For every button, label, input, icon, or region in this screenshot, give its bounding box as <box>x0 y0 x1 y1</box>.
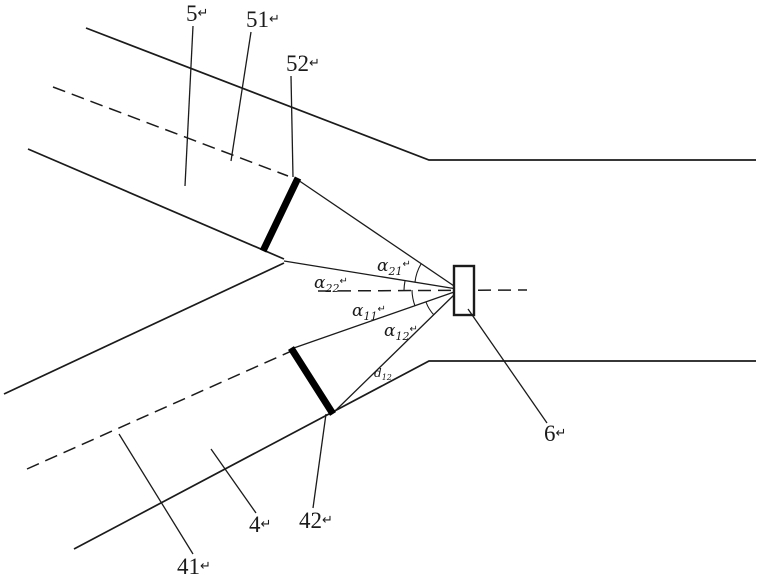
leader-41 <box>118 433 194 555</box>
leader-4 <box>210 448 257 514</box>
detector <box>452 264 476 317</box>
lower-channel-inner-wall <box>3 262 285 395</box>
label-51: 51↵ <box>246 7 280 32</box>
upper-channel-centerline <box>52 86 289 177</box>
label-alpha-22: α22↵ <box>314 273 348 295</box>
leader-6 <box>467 308 548 424</box>
label-52: 52↵ <box>286 51 320 76</box>
label-5: 5↵ <box>186 1 208 26</box>
lower-mirror <box>288 346 336 416</box>
upper-mirror <box>259 176 302 253</box>
main-axis-centerline <box>317 289 528 292</box>
angle-arc-a22 <box>403 280 406 291</box>
label-6: 6↵ <box>544 421 566 446</box>
label-alpha-11: α11↵ <box>352 301 386 323</box>
leader-5 <box>184 25 194 187</box>
leader-51 <box>230 31 252 162</box>
beam-upper-outer <box>297 179 458 289</box>
beam-lower-inner <box>290 290 458 350</box>
lower-channel-outer-wall <box>73 360 756 550</box>
label-4: 4↵ <box>249 512 271 537</box>
leader-42 <box>312 413 327 509</box>
label-alpha-21: α21↵ <box>377 256 411 278</box>
beam-lower-outer <box>332 291 458 414</box>
label-42: 42↵ <box>299 508 333 533</box>
label-41: 41↵ <box>177 554 211 578</box>
label-alpha-12: α12↵ <box>384 321 418 343</box>
leader-52 <box>290 75 294 178</box>
beam-upper-inner <box>283 260 458 290</box>
label-d12: d12 <box>374 366 392 382</box>
lower-channel-centerline <box>26 348 297 470</box>
angle-arc-a12 <box>425 301 435 316</box>
upper-channel-outer-wall <box>85 27 756 161</box>
angle-arc-a11 <box>411 289 416 307</box>
angle-arc-a21 <box>414 263 422 283</box>
upper-channel-inner-wall <box>27 148 285 260</box>
